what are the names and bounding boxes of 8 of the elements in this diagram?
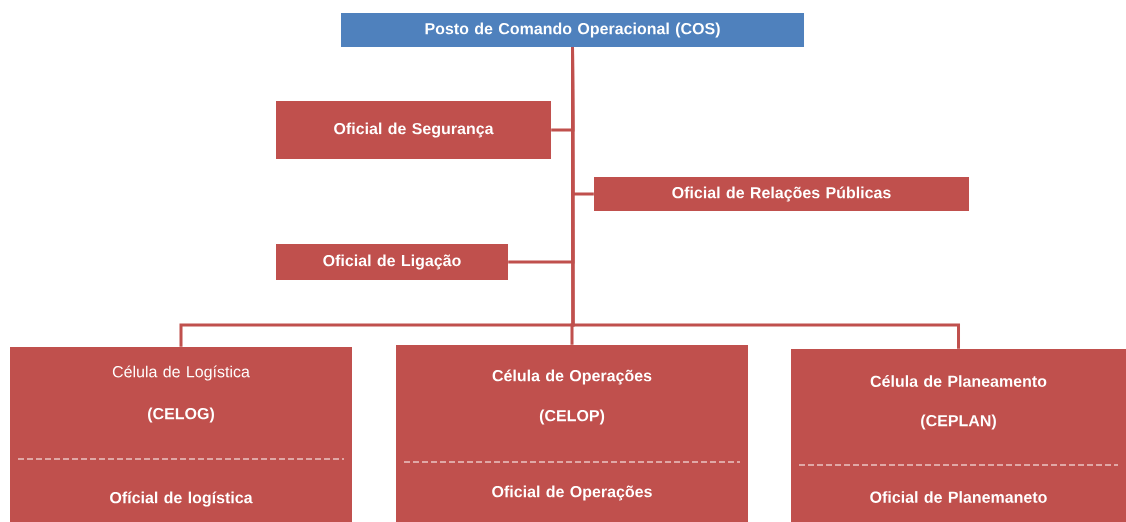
head-box: Posto de Comando Operacional (COS) — [341, 13, 804, 47]
cell-box: Célula de Planeamento (CEPLAN) Oficial de Planemaneto — [791, 349, 1126, 522]
cell-box: Célula de Logística (CELOG) Ofícial de logística — [10, 347, 352, 522]
cell-box: Célula de Operações (CELOP) Oficial de Operações — [396, 345, 748, 522]
role-box: Oficial de Segurança — [276, 101, 551, 159]
role-box: Oficial de Relações Públicas — [594, 177, 969, 211]
connector-line — [571, 47, 960, 349]
role-box: Oficial de Ligação — [276, 244, 508, 280]
